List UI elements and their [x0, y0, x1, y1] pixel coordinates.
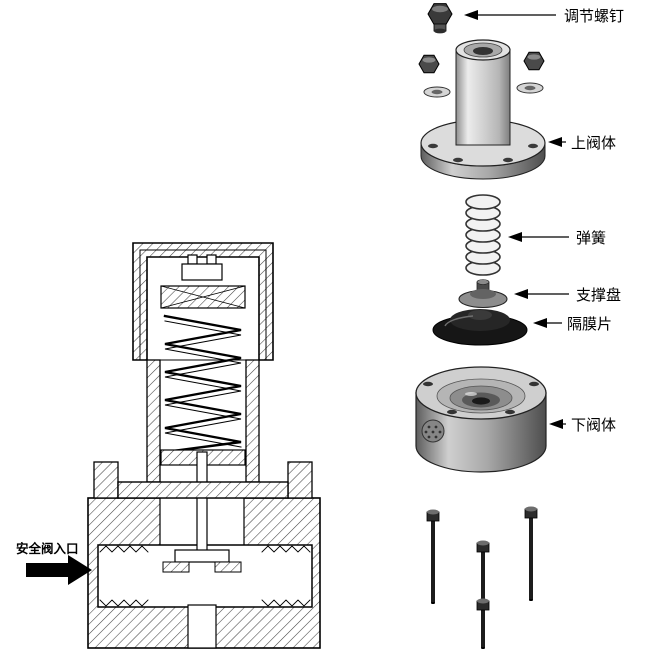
arrow-left-icon	[549, 419, 563, 429]
label-diaphragm: 隔膜片	[567, 316, 612, 333]
bonnet-cap	[132, 242, 274, 361]
bolt-left	[426, 509, 440, 604]
label-adjusting-screw: 调节螺钉	[564, 8, 624, 25]
bolt-center-back	[476, 540, 490, 610]
diaphragm-part	[432, 309, 528, 346]
inlet-label: 安全阀入口	[16, 541, 79, 556]
bonnet-flange	[117, 481, 289, 499]
spring-part	[465, 194, 501, 276]
label-upper-valve-body: 上阀体	[571, 135, 616, 152]
valve-body-cross-section	[87, 451, 321, 649]
upper-valve-body-part	[420, 39, 546, 180]
inlet-annotation: 安全阀入口	[16, 541, 92, 585]
hex-nut-right	[523, 51, 545, 71]
arrow-left-icon	[533, 318, 547, 328]
adjusting-screw-part	[427, 3, 453, 34]
arrow-left-icon	[464, 10, 478, 20]
callout-labels: 调节螺钉 上阀体 弹簧 支撑盘 隔膜片 下阀体	[464, 8, 624, 434]
callout-lower-valve-body: 下阀体	[549, 417, 616, 434]
bolt-center-front	[476, 598, 490, 649]
bolt-right	[524, 506, 538, 601]
washer-left	[423, 86, 451, 98]
support-disc-part	[458, 279, 508, 308]
inlet-arrow-icon	[26, 555, 92, 585]
bonnet-walls	[146, 359, 260, 483]
washer-right	[516, 82, 544, 94]
exploded-view	[415, 3, 547, 649]
callout-support-disc: 支撑盘	[514, 286, 621, 304]
arrow-left-icon	[514, 289, 528, 299]
hex-nut-left	[418, 54, 440, 74]
spring-seat-upper	[160, 285, 246, 309]
callout-adjusting-screw: 调节螺钉	[464, 8, 624, 25]
label-spring: 弹簧	[576, 230, 606, 247]
spring-cross-section	[163, 314, 242, 454]
lower-valve-body-part	[415, 366, 547, 473]
valve-cross-section: 安全阀入口	[16, 242, 321, 649]
arrow-left-icon	[548, 137, 562, 147]
label-lower-valve-body: 下阀体	[571, 417, 616, 434]
callout-spring: 弹簧	[508, 230, 606, 247]
label-support-disc: 支撑盘	[576, 286, 621, 304]
arrow-left-icon	[508, 232, 522, 242]
callout-upper-valve-body: 上阀体	[548, 135, 616, 152]
callout-diaphragm: 隔膜片	[533, 316, 612, 333]
